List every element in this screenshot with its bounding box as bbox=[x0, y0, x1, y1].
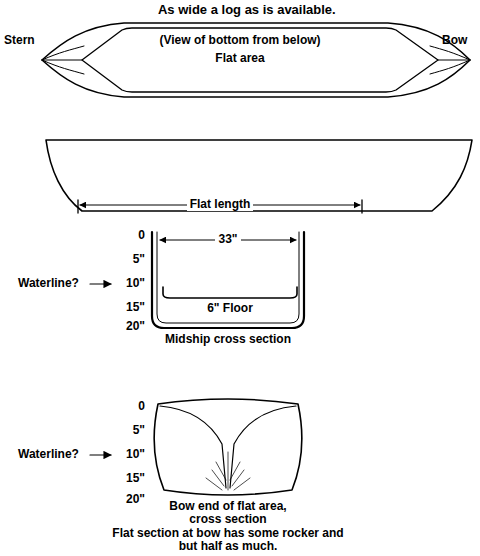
dimension-label: Flat length bbox=[187, 198, 254, 211]
end-label: Bow bbox=[442, 34, 467, 47]
note-text: but half as much. bbox=[179, 540, 278, 553]
dimension-label: 6" Floor bbox=[207, 302, 253, 315]
flat-area-outline bbox=[82, 28, 438, 92]
scale-mark: 10" bbox=[126, 448, 145, 461]
scale-mark: 10" bbox=[126, 277, 145, 290]
scale-mark: 20" bbox=[126, 320, 145, 333]
dimension-label: 33" bbox=[215, 233, 240, 246]
scale-mark: 0 bbox=[138, 229, 145, 242]
note-text: Flat section at bow has some rocker and bbox=[112, 527, 343, 540]
scale-mark: 15" bbox=[126, 472, 145, 485]
title: As wide a log as is available. bbox=[158, 3, 336, 16]
scale-mark: 15" bbox=[126, 301, 145, 314]
waterline-label: Waterline? bbox=[18, 448, 79, 461]
waterline-label: Waterline? bbox=[18, 277, 79, 290]
scale-mark: 20" bbox=[126, 493, 145, 506]
midship-floor bbox=[163, 287, 297, 298]
scale-mark: 0 bbox=[138, 400, 145, 413]
area-label: Flat area bbox=[215, 52, 264, 65]
midship-inner-walls bbox=[157, 232, 299, 323]
waterline-arrow bbox=[90, 454, 111, 455]
bow-section-outline bbox=[154, 399, 302, 495]
scale-mark: 5" bbox=[133, 424, 145, 437]
scale-mark: 5" bbox=[133, 253, 145, 266]
hull-end-lines bbox=[42, 46, 470, 74]
end-label: Stern bbox=[4, 34, 35, 47]
hull-side-outline bbox=[46, 140, 472, 211]
hull-bottom-outline bbox=[42, 23, 470, 97]
view-note: (View of bottom from below) bbox=[159, 34, 320, 47]
section-title: Midship cross section bbox=[165, 333, 291, 346]
section-title: Bow end of flat area, cross section bbox=[158, 500, 298, 526]
midship-outer bbox=[152, 232, 304, 328]
waterline-arrow bbox=[90, 283, 111, 284]
bow-section-hatching bbox=[206, 452, 250, 490]
